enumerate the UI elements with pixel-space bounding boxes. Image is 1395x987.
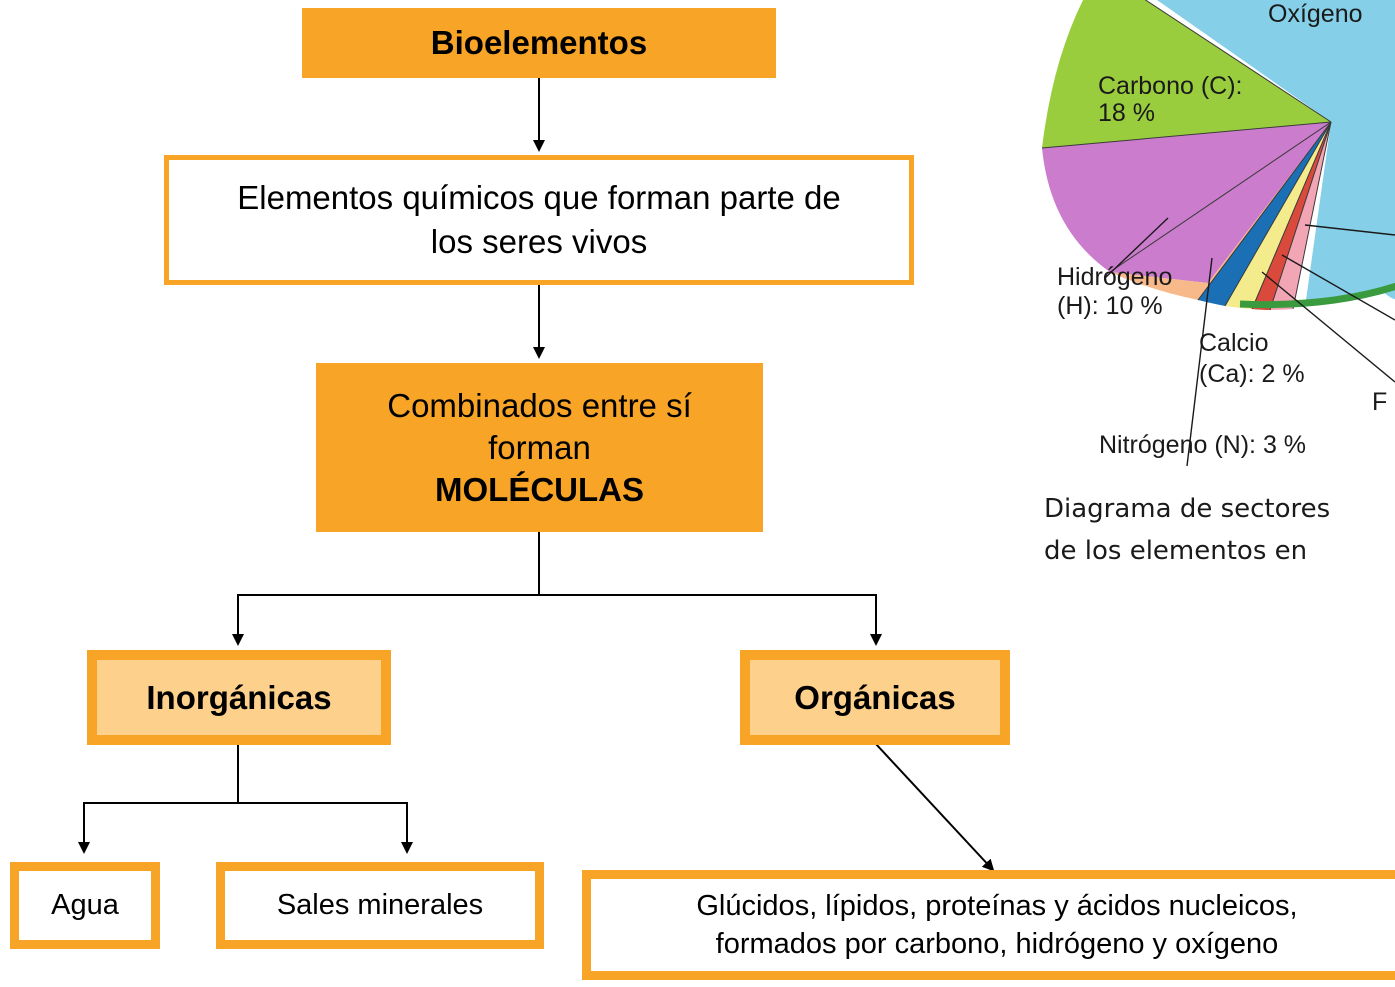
bioelementos-box: Bioelementos (302, 8, 776, 78)
agua-label: Agua (51, 889, 119, 921)
pie-label-nitrogeno: Nitrógeno (N): 3 % (1099, 431, 1307, 459)
connector-inorganic-sales (238, 802, 413, 854)
pie-label-calcio-1: Calcio (1199, 329, 1269, 357)
inorganic-label: Inorgánicas (146, 678, 332, 716)
molecules-box: Combinados entre sí forman MOLÉCULAS (316, 363, 763, 532)
sales-label: Sales minerales (276, 889, 484, 921)
connector-inorganic-agua (78, 743, 239, 854)
inorganic-box: Inorgánicas (87, 650, 391, 745)
pie-label-hidrogeno-2: (H): 10 % (1057, 292, 1163, 320)
pie-label-hidrogeno-1: Hidrógeno (1057, 263, 1173, 291)
organic-description-box: Glúcidos, lípidos, proteínas y ácidos nu… (582, 870, 1395, 980)
pie-label-p: F (1372, 388, 1388, 416)
molecules-line-3: MOLÉCULAS (435, 470, 644, 508)
molecules-line-1: Combinados entre sí (387, 386, 692, 424)
connector-molecules-organic (539, 594, 882, 646)
arrow-organic-to-description (874, 742, 995, 872)
definition-box: Elementos químicos que forman parte de l… (164, 155, 914, 285)
organic-label: Orgánicas (794, 678, 956, 716)
bioelementos-title: Bioelementos (430, 24, 648, 61)
agua-box: Agua (10, 862, 160, 949)
pie-label-calcio-2: (Ca): 2 % (1199, 360, 1305, 388)
pie-label-oxigeno: Oxígeno (1268, 0, 1363, 28)
sales-box: Sales minerales (216, 862, 544, 949)
pie-label-carbono-1: Carbono (C): (1098, 72, 1243, 100)
definition-text: Elementos químicos que forman parte de l… (237, 179, 841, 260)
pie-label-carbono-2: 18 % (1098, 99, 1155, 127)
organic-box: Orgánicas (740, 650, 1010, 745)
connector-molecules-split (232, 532, 540, 646)
organic-description-line-2: formados por carbono, hidrógeno y oxígen… (715, 928, 1279, 960)
organic-description-line-1: Glúcidos, lípidos, proteínas y ácidos nu… (696, 890, 1298, 922)
molecules-line-2: forman (488, 428, 591, 466)
pie-caption-line-2: de los elementos en (1044, 536, 1308, 566)
pie-caption-line-1: Diagrama de sectores (1044, 494, 1331, 524)
